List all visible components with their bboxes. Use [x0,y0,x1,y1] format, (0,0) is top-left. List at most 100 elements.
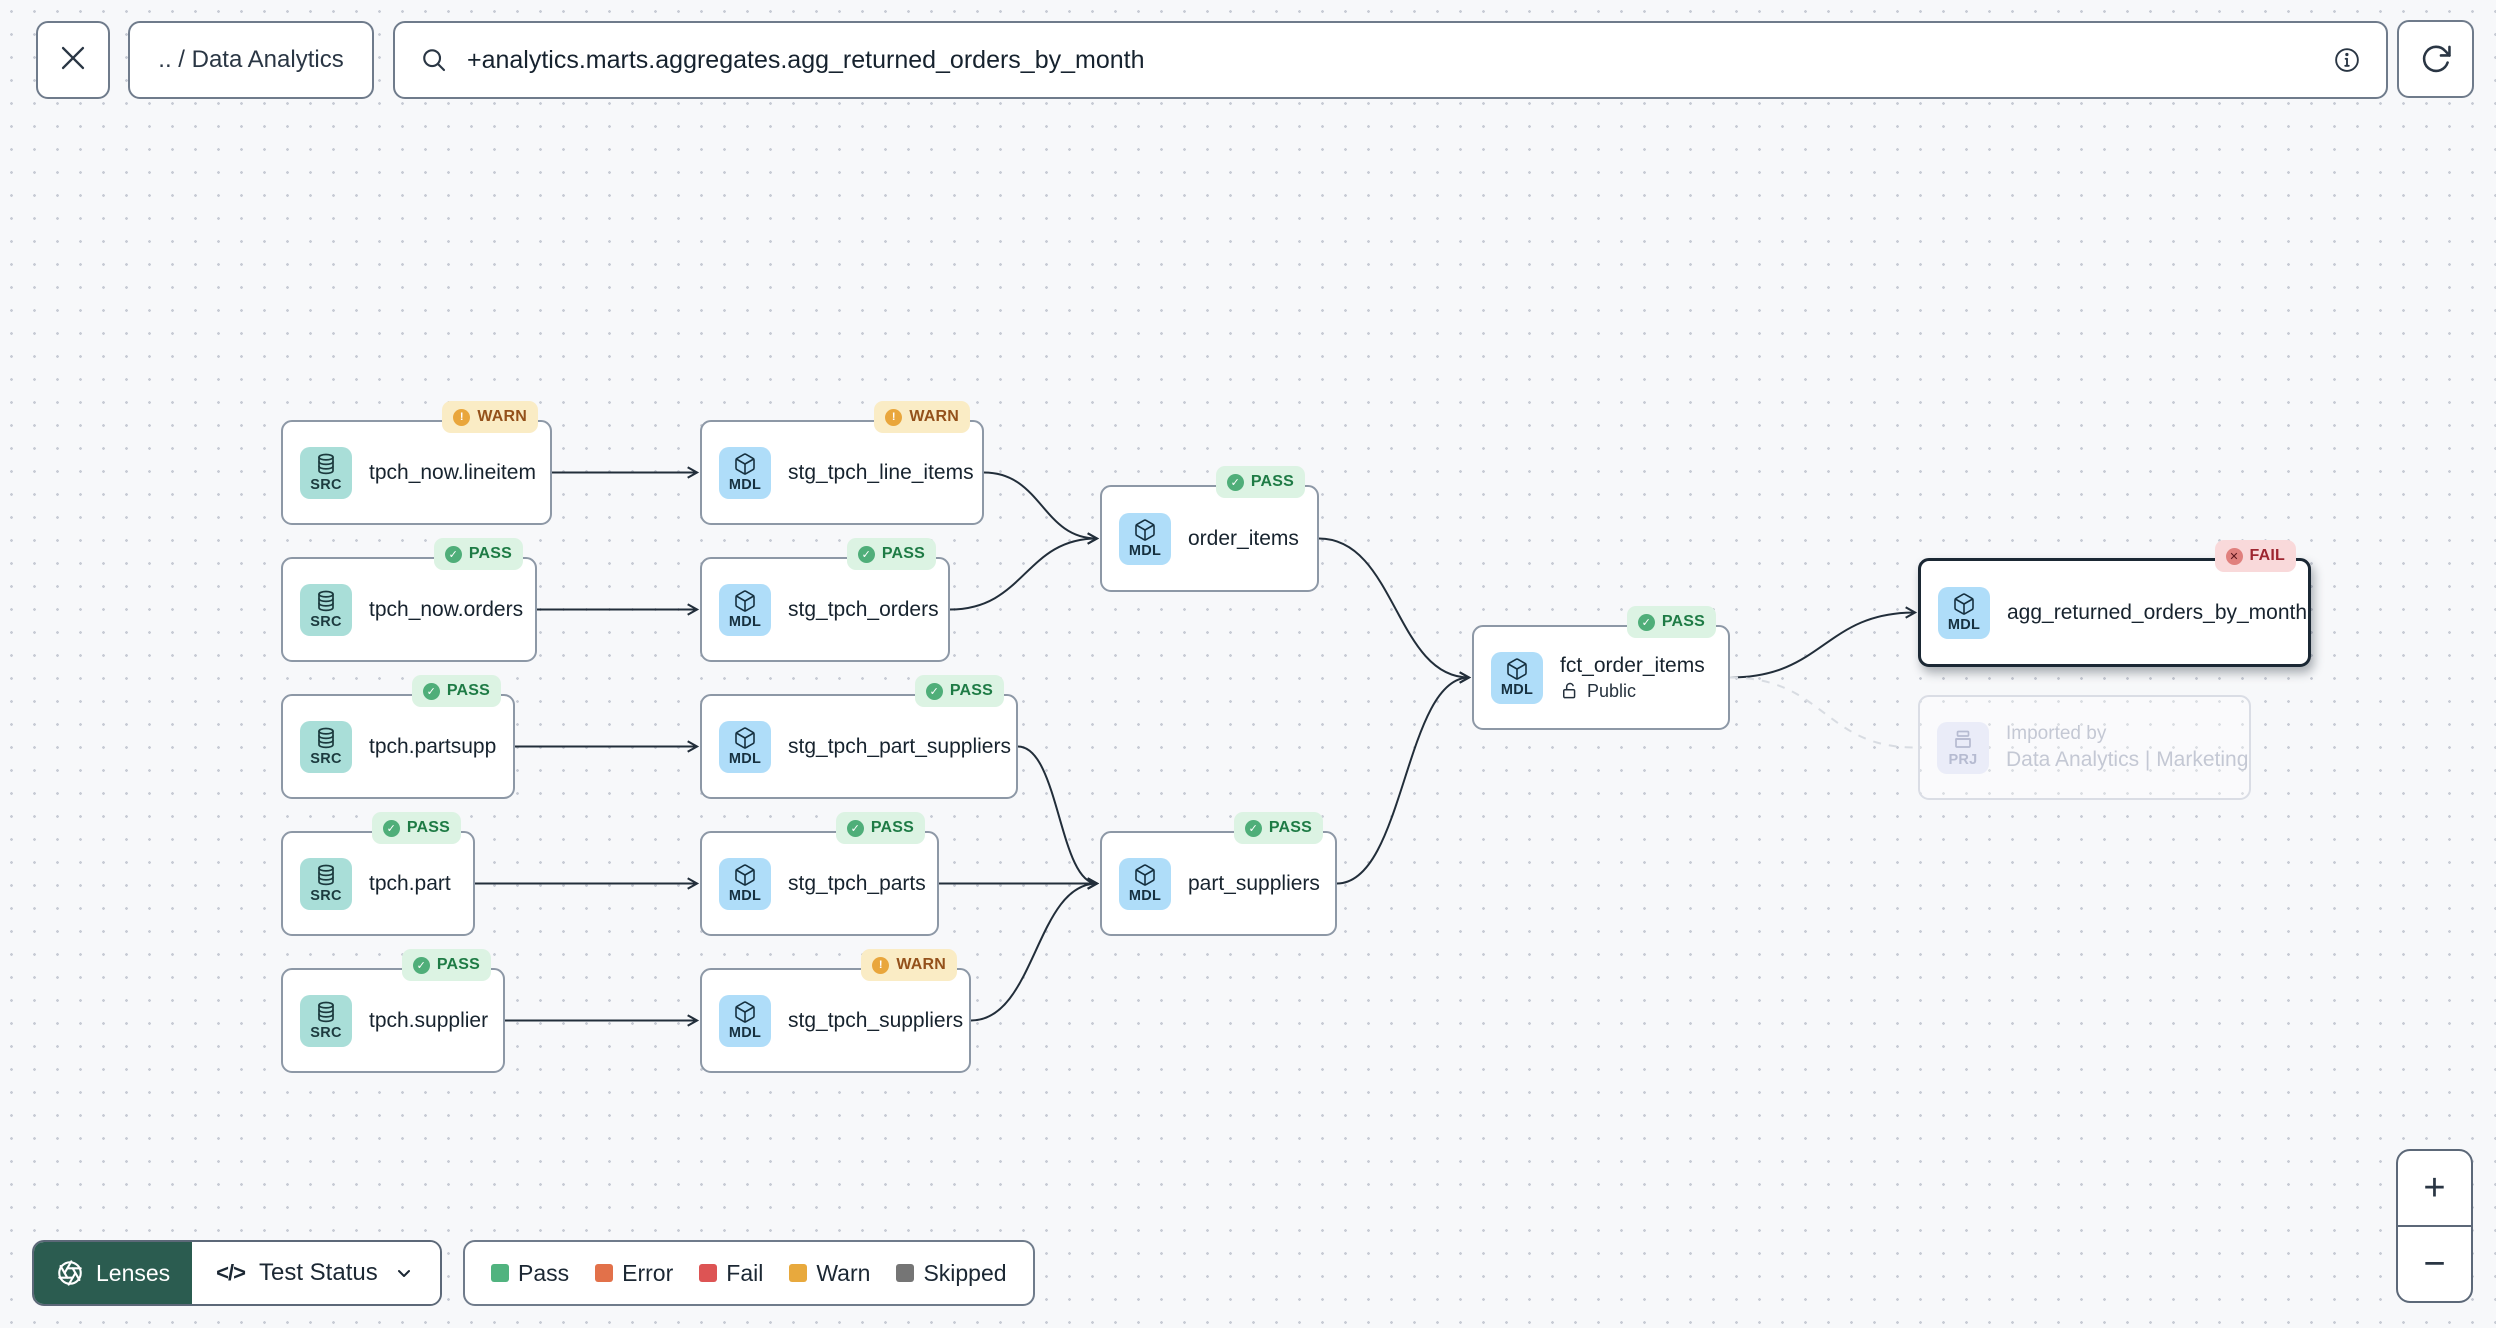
legend-label: Fail [726,1259,764,1286]
graph-node-src_tpch_now_lineitem[interactable]: ! WARN SRC tpch_now.lineitem [281,401,552,525]
node-label: fct_order_items [1560,653,1705,677]
legend-swatch-skipped [896,1264,915,1282]
lens-selector-dropdown[interactable]: </> Test Status [192,1242,440,1304]
edge-order_items-to-fct_order_items [1318,537,1472,684]
status-dot-icon: ✓ [1226,473,1244,491]
legend-item-fail: Fail [699,1260,763,1287]
node-type-chip: SRC [300,994,352,1047]
node-label: tpch.supplier [369,1008,489,1032]
status-label: PASS [949,682,993,699]
zoom-out-button[interactable]: − [2423,1242,2446,1285]
node-type-chip: MDL [1119,512,1171,565]
status-badge-pass: ✓ PASS [411,675,501,707]
search-bar[interactable] [393,21,2388,99]
status-badge-pass: ✓ PASS [1626,606,1716,638]
status-dot-icon: ! [453,408,471,426]
node-type-chip: MDL [719,583,771,636]
status-badge-pass: ✓ PASS [1215,466,1305,498]
status-dot-icon: ✕ [2225,547,2243,565]
node-label: tpch_now.lineitem [369,460,536,484]
graph-node-stg_tpch_suppliers[interactable]: ! WARN MDL stg_tpch_suppliers [700,949,971,1073]
chevron-down-icon [392,1261,416,1285]
status-label: PASS [881,545,925,562]
cube-icon [733,1000,757,1024]
node-type-chip: SRC [300,720,352,773]
status-dot-icon: ✓ [382,819,400,837]
node-text: stg_tpch_orders [788,598,939,622]
node-label: part_suppliers [1188,871,1320,895]
node-label: stg_tpch_line_items [788,460,974,484]
node-label: order_items [1188,526,1299,550]
status-badge-fail: ✕ FAIL [2214,540,2296,572]
graph-node-fct_order_items[interactable]: ✓ PASS MDL fct_order_items Public [1472,606,1730,730]
status-label: WARN [909,408,959,425]
refresh-button[interactable] [2397,20,2474,98]
legend-label: Pass [518,1259,570,1286]
node-text: part_suppliers [1188,872,1320,896]
node-type-label: SRC [310,477,342,493]
status-dot-icon: ! [872,956,890,974]
lenses-button[interactable]: Lenses [34,1242,193,1304]
node-type-label: MDL [1947,617,1981,633]
node-type-label: SRC [310,1025,342,1041]
access-label: Public [1587,680,1637,701]
graph-node-stg_tpch_part_suppliers[interactable]: ✓ PASS MDL stg_tpch_part_suppliers [700,675,1018,799]
cube-icon [1133,518,1157,542]
node-type-chip: SRC [300,857,352,910]
node-label: tpch.part [369,871,451,895]
node-text: stg_tpch_line_items [788,461,974,485]
node-type-chip: MDL [719,994,771,1047]
graph-node-src_tpch_part[interactable]: ✓ PASS SRC tpch.part [281,812,475,936]
status-badge-pass: ✓ PASS [835,812,925,844]
aperture-icon [56,1259,84,1287]
graph-node-stg_tpch_orders[interactable]: ✓ PASS MDL stg_tpch_orders [700,538,950,662]
node-type-label: MDL [728,888,762,904]
graph-node-src_tpch_now_orders[interactable]: ✓ PASS SRC tpch_now.orders [281,538,537,662]
cube-icon [1133,863,1157,887]
code-icon: </> [216,1260,246,1285]
node-type-label: MDL [728,751,762,767]
node-text: tpch_now.orders [369,598,523,622]
node-type-chip: SRC [300,583,352,636]
search-input[interactable] [467,45,2314,75]
node-text: stg_tpch_parts [788,872,926,896]
node-label: stg_tpch_part_suppliers [788,734,1011,758]
status-label: PASS [1268,819,1312,836]
node-type-chip: MDL [1938,586,1990,639]
lenses-label: Lenses [96,1259,171,1286]
node-type-chip: MDL [719,857,771,910]
status-dot-icon: ✓ [444,545,462,563]
graph-node-src_tpch_partsupp[interactable]: ✓ PASS SRC tpch.partsupp [281,675,515,799]
graph-node-stg_tpch_line_items[interactable]: ! WARN MDL stg_tpch_line_items [700,401,984,525]
node-text: order_items [1188,527,1299,551]
status-dot-icon: ✓ [1637,613,1655,631]
graph-node-order_items[interactable]: ✓ PASS MDL order_items [1100,466,1319,592]
status-dot-icon: ✓ [925,682,943,700]
graph-node-stg_tpch_parts[interactable]: ✓ PASS MDL stg_tpch_parts [700,812,939,936]
node-type-label: MDL [1128,543,1162,559]
status-dot-icon: ✓ [1244,819,1262,837]
edge-stg_tpch_orders-to-order_items [949,532,1100,611]
status-label: PASS [406,819,450,836]
close-button[interactable] [36,21,110,99]
zoom-in-button[interactable]: + [2398,1151,2471,1227]
cube-icon [733,589,757,613]
legend-item-warn: Warn [789,1260,870,1287]
legend-label: Error [622,1259,674,1286]
info-icon[interactable] [2332,45,2362,75]
status-badge-warn: ! WARN [861,949,957,981]
breadcrumb-label: .. / Data Analytics [158,46,344,73]
graph-node-agg_returned_orders_by_month[interactable]: ✕ FAIL MDL agg_returned_orders_by_month [1918,540,2311,667]
node-text: tpch_now.lineitem [369,461,536,485]
graph-node-imported_project: PRJ Imported by Data Analytics | Marketi… [1918,695,2251,800]
node-label: agg_returned_orders_by_month [2007,600,2308,624]
graph-node-src_tpch_supplier[interactable]: ✓ PASS SRC tpch.supplier [281,949,505,1073]
node-type-chip: MDL [1119,857,1171,910]
status-badge-pass: ✓ PASS [846,538,936,570]
node-type-label: SRC [310,614,342,630]
status-badge-pass: ✓ PASS [433,538,523,570]
node-type-chip: MDL [719,446,771,499]
breadcrumb[interactable]: .. / Data Analytics [128,21,374,99]
graph-node-part_suppliers[interactable]: ✓ PASS MDL part_suppliers [1100,812,1337,936]
